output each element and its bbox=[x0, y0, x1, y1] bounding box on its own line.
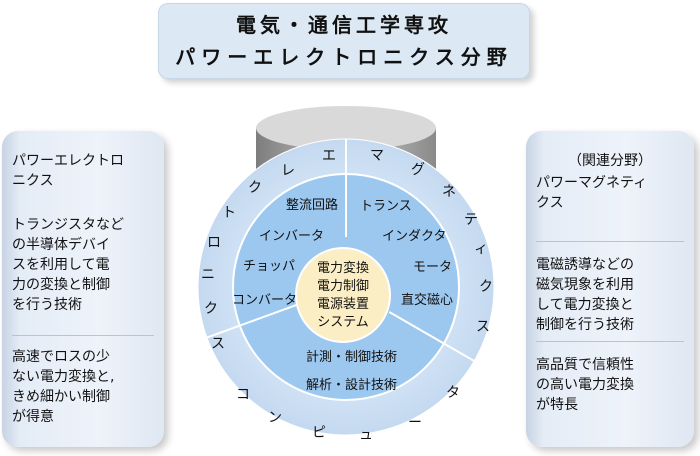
left-panel: パワーエレクトロ ニクス トランジスタなど の半導体デバイ スを利用して電 力の… bbox=[2, 131, 164, 447]
right-item-3-line: の高い電力変換 bbox=[536, 377, 634, 393]
center-label: システム bbox=[317, 315, 369, 330]
mid-label-converter: コンバータ bbox=[232, 293, 297, 308]
outer-char: コ bbox=[236, 387, 250, 403]
right-item-2-line: 制御を行う技術 bbox=[536, 317, 634, 333]
right-item-2-line: して電力変換と bbox=[536, 297, 634, 313]
right-header-text: （関連分野） bbox=[568, 153, 652, 169]
left-item-2-line: を行う技術 bbox=[12, 297, 82, 313]
cylinder-cap bbox=[256, 106, 436, 150]
mid-computer-labels: 計測・制御技術 解析・設計技術 bbox=[306, 349, 397, 393]
outer-electronics-label: エ レ ク ト ロ ニ ク ス bbox=[201, 148, 336, 352]
title-line-2: パワーエレクトロニクス分野 bbox=[175, 45, 513, 69]
mid-magnetics-labels: トランス インダクタ モータ 直交磁心 bbox=[360, 199, 453, 308]
sector-divider-line bbox=[206, 303, 300, 339]
sector-divider-line bbox=[388, 311, 475, 362]
right-item-3-line: が特長 bbox=[536, 397, 578, 413]
left-item-3-line: きめ細かい制御 bbox=[12, 389, 110, 405]
left-item-2-line: の半導体デバイ bbox=[12, 237, 110, 253]
right-item-1-line: クス bbox=[536, 195, 564, 211]
mid-label-measurement-control: 計測・制御技術 bbox=[306, 349, 397, 365]
outer-char: レ bbox=[281, 163, 295, 179]
outer-char: ィ bbox=[474, 241, 488, 257]
mid-label-rectifier: 整流回路 bbox=[286, 197, 338, 213]
outer-char: グ bbox=[411, 162, 425, 178]
left-item-3-line: 高速でロスの少 bbox=[12, 349, 110, 365]
left-item-2: トランジスタなど の半導体デバイ スを利用して電 力の変換と制御 を行う技術 bbox=[12, 215, 154, 315]
right-item-2: 電磁誘導などの 磁気現象を利用 して電力変換と 制御を行う技術 bbox=[536, 255, 684, 335]
title-banner: 電気・通信工学専攻 パワーエレクトロニクス分野 bbox=[158, 3, 530, 79]
mid-electronics-labels: 整流回路 インバータ チョッパ コンバータ bbox=[232, 197, 338, 308]
outer-char: ト bbox=[222, 205, 236, 221]
mid-label-inverter: インバータ bbox=[259, 229, 324, 244]
right-item-2-line: 電磁誘導などの bbox=[536, 257, 634, 273]
outer-char: ピ bbox=[312, 425, 326, 441]
center-label: 電力制御 bbox=[317, 279, 369, 294]
center-circle bbox=[295, 247, 391, 343]
center-label: 電力変換 bbox=[317, 260, 369, 276]
outer-magnetics-label: マ グ ネ テ ィ ク ス bbox=[370, 148, 493, 335]
outer-char: ネ bbox=[442, 184, 456, 200]
outer-char: ン bbox=[268, 410, 282, 426]
title-line-1: 電気・通信工学専攻 bbox=[236, 13, 452, 37]
left-item-2-line: 力の変換と制御 bbox=[12, 277, 110, 293]
mid-label-inductor: インダクタ bbox=[382, 229, 446, 244]
outer-computer-label: コ ン ピ ュ ー タ bbox=[236, 385, 460, 443]
right-item-3: 高品質で信頼性 の高い電力変換 が特長 bbox=[536, 355, 684, 415]
mid-label-chopper: チョッパ bbox=[243, 259, 295, 274]
mid-label-transformer: トランス bbox=[360, 199, 412, 214]
right-divider bbox=[536, 341, 684, 342]
right-item-2-line: 磁気現象を利用 bbox=[536, 277, 634, 293]
right-panel: （関連分野） パワーマグネティ クス 電磁誘導などの 磁気現象を利用 して電力変… bbox=[526, 131, 694, 447]
outer-char: ク bbox=[204, 301, 218, 317]
outer-char: ス bbox=[211, 336, 225, 352]
outer-char: ュ bbox=[359, 427, 373, 443]
outer-char: ニ bbox=[201, 267, 215, 283]
right-item-1-line: パワーマグネティ bbox=[536, 175, 648, 191]
center-label: 電源装置 bbox=[317, 297, 369, 312]
outer-char: ー bbox=[408, 415, 422, 431]
right-item-1: パワーマグネティ クス bbox=[536, 173, 684, 213]
left-item-1: パワーエレクトロ ニクス bbox=[12, 151, 154, 191]
outer-char: エ bbox=[322, 148, 336, 164]
right-item-3-line: 高品質で信頼性 bbox=[536, 357, 634, 373]
outer-char: テ bbox=[464, 212, 478, 228]
left-item-3-line: ない電力変換と, bbox=[12, 369, 115, 385]
mid-label-motor: モータ bbox=[413, 260, 452, 275]
left-divider bbox=[12, 335, 154, 336]
outer-char: ス bbox=[476, 319, 490, 335]
outer-char: タ bbox=[446, 385, 460, 401]
outer-char: ク bbox=[248, 180, 262, 196]
sector-dividers bbox=[206, 139, 475, 362]
left-item-3: 高速でロスの少 ない電力変換と, きめ細かい制御 が得意 bbox=[12, 347, 154, 427]
right-header: （関連分野） bbox=[536, 151, 684, 171]
left-item-1-line: パワーエレクトロ bbox=[12, 153, 124, 169]
left-item-2-line: トランジスタなど bbox=[12, 217, 124, 233]
mid-label-orthogonal-core: 直交磁心 bbox=[401, 292, 453, 308]
left-item-2-line: スを利用して電 bbox=[12, 257, 110, 273]
left-item-3-line: が得意 bbox=[12, 409, 54, 425]
outer-char: ク bbox=[479, 279, 493, 295]
center-labels: 電力変換 電力制御 電源装置 システム bbox=[317, 260, 369, 330]
outer-char: マ bbox=[370, 148, 384, 164]
outer-char: ロ bbox=[207, 235, 221, 251]
left-item-1-line: ニクス bbox=[12, 173, 54, 189]
mid-label-analysis-design: 解析・設計技術 bbox=[306, 377, 397, 393]
right-divider bbox=[536, 241, 684, 242]
